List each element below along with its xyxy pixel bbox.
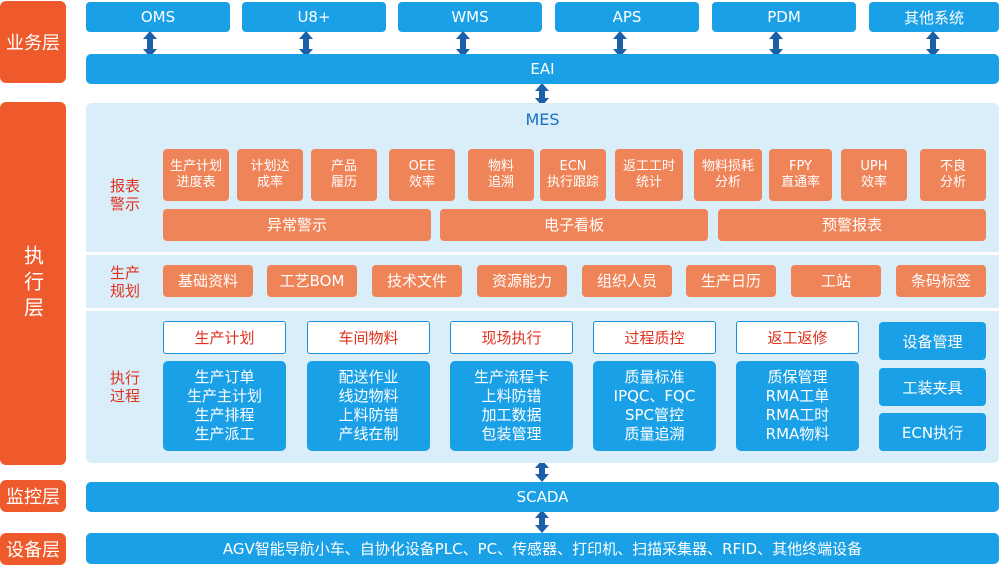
process-item: 质量标准: [624, 368, 685, 386]
report-item: ECN 执行跟踪: [540, 149, 606, 201]
divider-1: [86, 252, 999, 255]
process-column-title: 车间物料: [307, 321, 430, 354]
process-item: 质保管理: [767, 368, 828, 386]
process-column-body: 质保管理 RMA工单 RMA工时 RMA物料: [736, 361, 859, 451]
process-column-title: 过程质控: [593, 321, 716, 354]
system-pdm: PDM: [712, 2, 856, 32]
planning-item: 工站: [791, 265, 881, 297]
process-column-title: 返工返修: [736, 321, 859, 354]
arrow-oms-eai: [143, 31, 157, 57]
process-item: 加工数据: [481, 406, 542, 424]
process-item: 生产派工: [194, 425, 255, 443]
layer-monitor-label: 监控层: [0, 480, 66, 512]
system-oms: OMS: [86, 2, 230, 32]
planning-item: 生产日历: [686, 265, 776, 297]
process-item: IPQC、FQC: [613, 387, 696, 405]
report-item: UPH 效率: [841, 149, 907, 201]
process-item: SPC管控: [624, 406, 685, 424]
side-box-fixture: 工装夹具: [879, 368, 986, 406]
layer-execution-label: 执行层: [0, 102, 66, 465]
planning-item: 基础资料: [163, 265, 253, 297]
report-wide-item: 异常警示: [163, 209, 431, 241]
report-wide-item: 电子看板: [440, 209, 708, 241]
layer-device-label: 设备层: [0, 533, 66, 565]
process-column-title: 生产计划: [163, 321, 286, 354]
report-item: 物料 追溯: [468, 149, 534, 201]
side-box-ecn: ECN执行: [879, 413, 986, 451]
process-column-body: 生产流程卡 上料防错 加工数据 包装管理: [450, 361, 573, 451]
system-wms: WMS: [398, 2, 542, 32]
planning-label: 生产 规划: [109, 264, 140, 300]
process-label: 执行 过程: [109, 369, 140, 405]
eai-bar: EAI: [86, 54, 999, 84]
process-item: 生产排程: [194, 406, 255, 424]
process-item: 包装管理: [481, 425, 542, 443]
arrow-mes-scada: [535, 460, 549, 482]
planning-item: 技术文件: [372, 265, 462, 297]
devices-bar: AGV智能导航小车、自协化设备PLC、PC、传感器、打印机、扫描采集器、RFID…: [86, 533, 999, 564]
system-other: 其他系统: [869, 2, 999, 32]
system-u8: U8+: [242, 2, 386, 32]
report-wide-item: 预警报表: [718, 209, 986, 241]
planning-item: 资源能力: [477, 265, 567, 297]
process-item: 产线在制: [338, 425, 399, 443]
process-column-title: 现场执行: [450, 321, 573, 354]
process-item: RMA物料: [765, 425, 830, 443]
report-label: 报表 警示: [109, 177, 140, 213]
arrow-eai-mes: [535, 83, 549, 106]
process-item: 上料防错: [338, 406, 399, 424]
report-item: FPY 直通率: [769, 149, 832, 201]
mes-title: MES: [525, 109, 560, 129]
process-item: 生产流程卡: [473, 368, 549, 386]
process-item: RMA工时: [765, 406, 830, 424]
report-item: 不良 分析: [920, 149, 986, 201]
process-column-body: 生产订单 生产主计划 生产排程 生产派工: [163, 361, 286, 451]
arrow-aps-eai: [613, 31, 627, 57]
process-item: 生产主计划: [186, 387, 262, 405]
scada-bar: SCADA: [86, 482, 999, 512]
process-item: 线边物料: [338, 387, 399, 405]
arrow-pdm-eai: [769, 31, 783, 57]
process-item: 质量追溯: [624, 425, 685, 443]
process-column-body: 质量标准 IPQC、FQC SPC管控 质量追溯: [593, 361, 716, 451]
planning-item: 组织人员: [582, 265, 672, 297]
planning-item: 条码标签: [896, 265, 986, 297]
report-item: OEE 效率: [389, 149, 455, 201]
system-aps: APS: [555, 2, 699, 32]
process-item: 上料防错: [481, 387, 542, 405]
layer-business-label: 业务层: [0, 1, 66, 83]
arrow-other-eai: [926, 31, 940, 57]
process-item: 生产订单: [194, 368, 255, 386]
process-item: 配送作业: [338, 368, 399, 386]
divider-2: [86, 308, 999, 311]
arrow-wms-eai: [456, 31, 470, 57]
process-column-body: 配送作业 线边物料 上料防错 产线在制: [307, 361, 430, 451]
arrow-scada-devices: [535, 510, 549, 533]
report-item: 物料损耗 分析: [694, 149, 762, 201]
arrow-u8-eai: [299, 31, 313, 57]
report-item: 计划达 成率: [237, 149, 303, 201]
planning-item: 工艺BOM: [267, 265, 357, 297]
side-box-equipment: 设备管理: [879, 322, 986, 360]
process-item: RMA工单: [765, 387, 830, 405]
report-item: 生产计划 进度表: [163, 149, 229, 201]
report-item: 产品 履历: [311, 149, 377, 201]
report-item: 返工工时 统计: [615, 149, 683, 201]
